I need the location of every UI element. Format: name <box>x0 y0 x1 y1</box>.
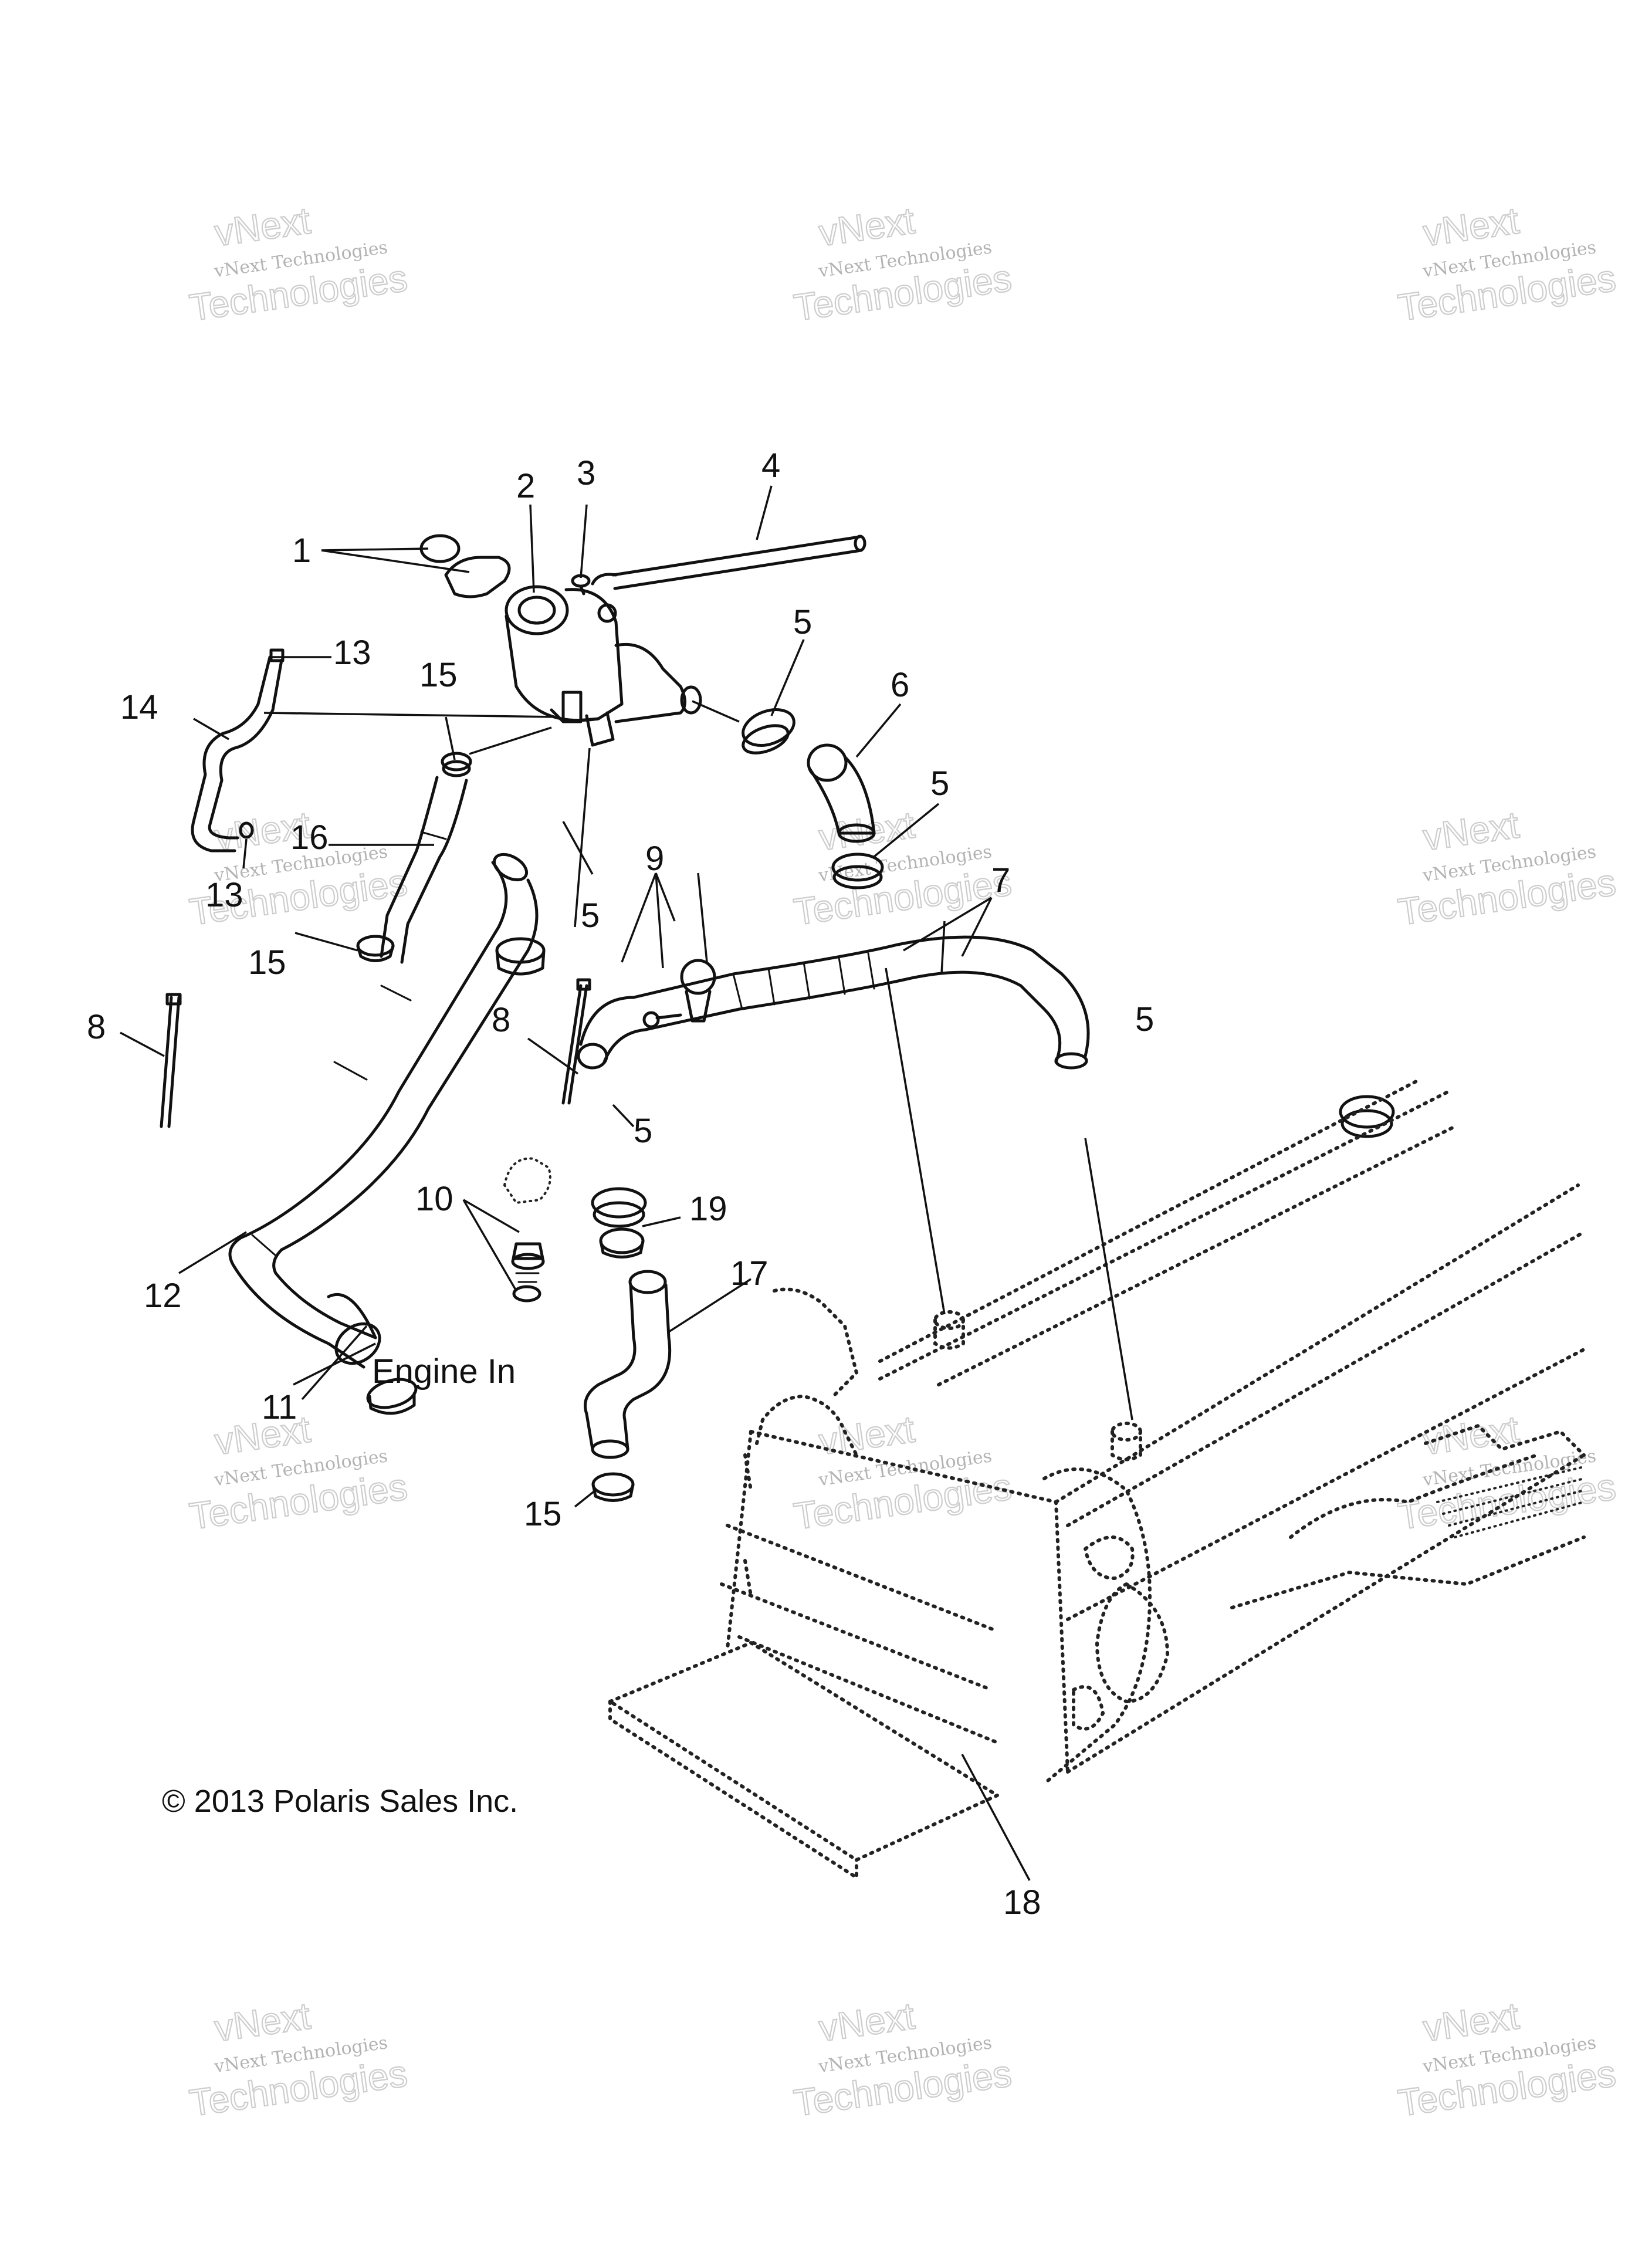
callout-9: 9 <box>645 840 664 878</box>
callout-12: 12 <box>144 1277 182 1315</box>
hose-clamp-part <box>441 752 472 777</box>
radiator-lower-hose-part <box>584 1270 672 1459</box>
watermark-group: vNext vNext Technologies Technologies vN… <box>187 198 1619 2125</box>
callout-7: 7 <box>991 861 1010 899</box>
callout-5: 5 <box>930 764 949 803</box>
callout-16: 16 <box>290 818 329 857</box>
callout-1: 1 <box>292 532 311 570</box>
hose-clamp-part <box>742 708 795 755</box>
callout-5: 5 <box>1135 1000 1154 1038</box>
heater-hose-part <box>380 776 468 964</box>
hose-clamp-part <box>591 1472 635 1502</box>
hose-clamp-part <box>356 935 395 962</box>
cable-tie-part <box>561 978 591 1105</box>
engine-hose-part <box>228 853 539 1369</box>
watermark-brand: vNext <box>816 1408 917 1463</box>
hose-clamp-part <box>591 1187 647 1228</box>
hose-clamp-part <box>366 1378 418 1415</box>
watermark-brand: vNext <box>1420 1408 1521 1463</box>
callout-2: 2 <box>516 467 535 505</box>
callout-19: 19 <box>689 1190 727 1228</box>
hose-clamp-part <box>831 853 884 889</box>
engine-in-label: Engine In <box>372 1352 516 1391</box>
bypass-hose-part <box>191 648 285 853</box>
callout-13: 13 <box>333 634 371 672</box>
chassis-radiator-part <box>606 1078 1586 1881</box>
copyright-text: © 2013 Polaris Sales Inc. <box>162 1784 518 1819</box>
watermark-brand: vNext <box>1420 1994 1521 2049</box>
coolant-bottle-part <box>505 585 702 747</box>
callout-8: 8 <box>87 1008 106 1046</box>
callout-13: 13 <box>205 876 243 914</box>
callout-3: 3 <box>577 454 595 492</box>
callout-labels: 1 2 3 4 5 6 5 7 13 14 15 16 13 15 5 9 8 … <box>87 446 1154 1922</box>
watermark-brand: vNext <box>212 1994 313 2049</box>
watermark-brand: vNext <box>1420 803 1521 858</box>
hose-clamp-part <box>1339 1095 1395 1138</box>
watermark-brand: vNext <box>816 1994 917 2049</box>
elbow-hose-part <box>807 743 876 843</box>
callout-15: 15 <box>524 1495 562 1533</box>
callout-8: 8 <box>492 1001 510 1039</box>
leader-lines <box>120 485 1133 1881</box>
hose-bracket-part <box>642 959 716 1029</box>
hose-clamp-part <box>495 937 546 976</box>
callout-10: 10 <box>415 1180 453 1218</box>
overflow-tube-part <box>591 535 866 590</box>
watermark-brand: vNext <box>816 199 917 254</box>
callout-6: 6 <box>891 666 909 704</box>
watermark-brand: vNext <box>1420 199 1521 254</box>
callout-5: 5 <box>581 897 600 935</box>
callout-15: 15 <box>419 656 458 694</box>
callout-5: 5 <box>793 603 812 641</box>
thermostat-part <box>503 1157 551 1303</box>
cable-tie-part <box>160 993 182 1128</box>
callout-14: 14 <box>120 688 158 726</box>
callout-15: 15 <box>248 943 286 982</box>
callout-17: 17 <box>730 1254 769 1293</box>
callout-18: 18 <box>1003 1883 1041 1922</box>
callout-5: 5 <box>634 1112 652 1150</box>
radiator-hose-part <box>577 935 1090 1070</box>
callout-11: 11 <box>262 1388 297 1426</box>
hose-clamp-part <box>599 1227 645 1259</box>
watermark-brand: vNext <box>212 199 313 254</box>
callout-4: 4 <box>761 446 780 485</box>
